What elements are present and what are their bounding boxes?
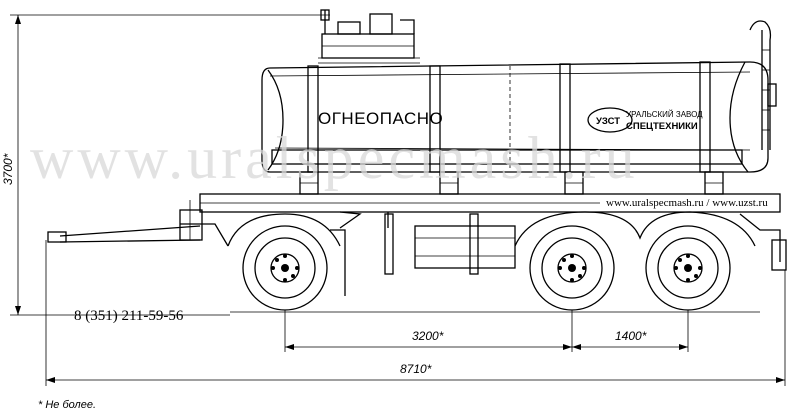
footnote: * Не более. bbox=[38, 399, 96, 411]
brand-logo: УЗСТ УРАЛЬСКИЙ ЗАВОД СПЕЦТЕХНИКИ bbox=[587, 107, 703, 133]
tank bbox=[261, 61, 769, 173]
tank-warning-label: ОГНЕОПАСНО bbox=[318, 109, 443, 128]
axle-spacing-label: 1400* bbox=[615, 329, 647, 343]
brand-line2: СПЕЦТЕХНИКИ bbox=[626, 121, 698, 132]
wheel-rear bbox=[645, 225, 731, 311]
overall-length-label: 8710* bbox=[400, 362, 432, 376]
watermark: www.uralspecmash.ru bbox=[30, 125, 639, 191]
height-label: 3700* bbox=[1, 153, 15, 185]
brand-line1: УРАЛЬСКИЙ ЗАВОД bbox=[626, 110, 703, 119]
overall-length-dimension: 8710* bbox=[45, 240, 786, 386]
wheel-middle bbox=[529, 225, 615, 311]
fenders bbox=[227, 211, 756, 247]
drawbar bbox=[47, 200, 229, 247]
chassis-frame bbox=[199, 193, 787, 296]
height-dimension: 3700* bbox=[1, 14, 330, 316]
websites-text: www.uralspecmash.ru / www.uzst.ru bbox=[606, 197, 768, 209]
axle-dimensions: 3200* 1400* bbox=[284, 310, 689, 352]
wheel-front bbox=[242, 225, 328, 311]
ladder bbox=[749, 20, 777, 150]
brand-logo-text: УЗСТ bbox=[596, 116, 620, 127]
phone-number: 8 (351) 211-59-56 bbox=[74, 308, 184, 324]
manhole-dome bbox=[318, 9, 420, 64]
wheelbase-label: 3200* bbox=[412, 329, 444, 343]
